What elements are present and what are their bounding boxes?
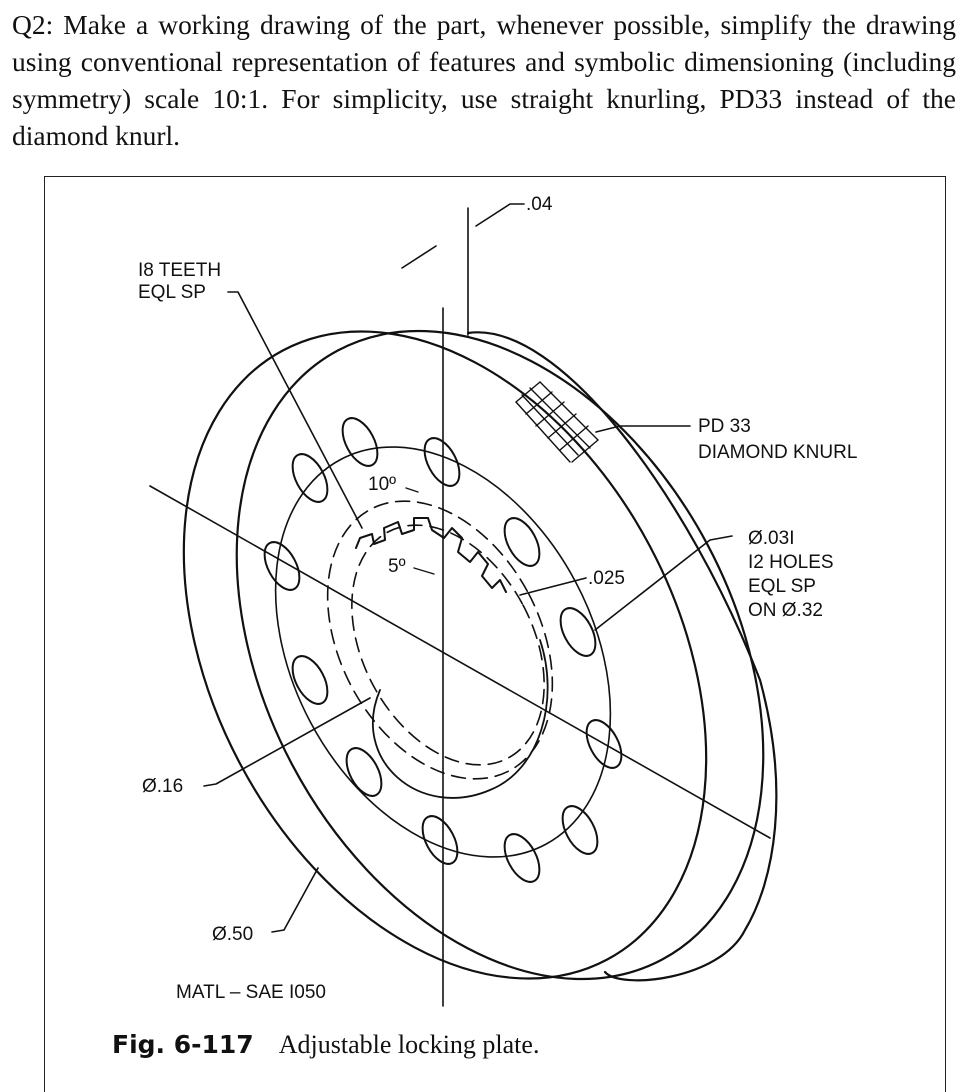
leader-5deg bbox=[413, 567, 435, 575]
bolt-circle bbox=[274, 446, 612, 858]
figure-number: Fig. 6-117 bbox=[112, 1030, 254, 1059]
diagonal-centerline bbox=[149, 485, 771, 839]
label-knurl-1: PD 33 bbox=[698, 416, 751, 437]
label-holes-2: I2 HOLES bbox=[748, 552, 834, 573]
label-holes-4: ON Ø.32 bbox=[748, 600, 823, 621]
leader-teeth bbox=[227, 291, 363, 529]
label-angle-10: 10º bbox=[368, 474, 396, 495]
leader-inner-dia bbox=[203, 697, 371, 787]
hub-hidden-inner bbox=[351, 524, 545, 766]
label-teeth-2: EQL SP bbox=[138, 282, 206, 303]
label-inner-dia: Ø.16 bbox=[142, 776, 183, 797]
leader-thickness bbox=[401, 203, 525, 269]
leader-10deg bbox=[405, 487, 419, 493]
label-outer-dia: Ø.50 bbox=[212, 924, 253, 945]
label-thickness: .04 bbox=[526, 194, 553, 215]
leader-holes bbox=[594, 535, 733, 631]
leader-knurl bbox=[595, 425, 691, 433]
plate-back-face bbox=[235, 329, 765, 981]
label-knurl-2: DIAMOND KNURL bbox=[698, 442, 857, 463]
label-holes-1: Ø.03I bbox=[748, 528, 794, 549]
hub-hidden-outer bbox=[326, 500, 554, 780]
leader-depth bbox=[519, 577, 587, 596]
mounting-holes bbox=[263, 417, 623, 883]
figure-caption: Fig. 6-117 Adjustable locking plate. bbox=[112, 1030, 539, 1060]
leader-outer-dia bbox=[271, 867, 319, 933]
plate-front-face bbox=[182, 330, 708, 980]
label-angle-5: 5º bbox=[388, 556, 406, 577]
gear-teeth bbox=[355, 517, 507, 593]
figure-title: Adjustable locking plate. bbox=[278, 1030, 540, 1059]
label-teeth-1: I8 TEETH bbox=[138, 260, 221, 281]
question-text: Q2: Make a working drawing of the part, … bbox=[12, 9, 956, 151]
label-material: MATL – SAE I050 bbox=[176, 982, 326, 1003]
bore-edge bbox=[372, 639, 549, 799]
figure-frame bbox=[44, 176, 946, 1092]
label-holes-3: EQL SP bbox=[748, 576, 816, 597]
label-depth: .025 bbox=[588, 568, 625, 589]
knurl-patch bbox=[515, 381, 599, 463]
plate-back-rim bbox=[466, 331, 778, 982]
